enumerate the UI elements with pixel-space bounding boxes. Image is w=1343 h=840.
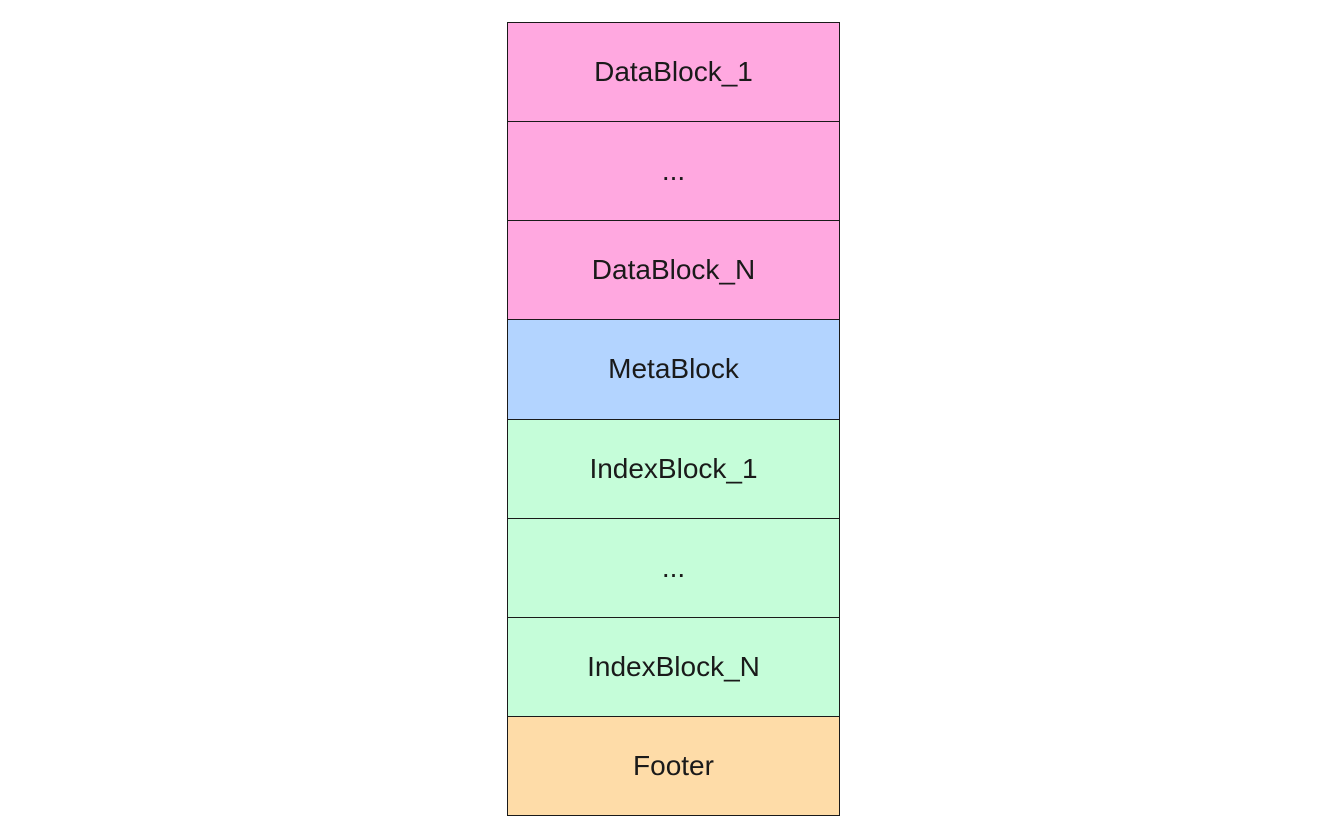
index-block-n: IndexBlock_N bbox=[508, 616, 839, 716]
block-label: DataBlock_1 bbox=[594, 56, 753, 88]
data-block-n: DataBlock_N bbox=[508, 220, 839, 320]
block-label: ... bbox=[661, 551, 686, 583]
index-block-ellipsis: ... bbox=[508, 517, 839, 617]
file-layout-stack: DataBlock_1 ... DataBlock_N MetaBlock In… bbox=[507, 22, 840, 816]
data-block-ellipsis: ... bbox=[508, 121, 839, 221]
data-block-1: DataBlock_1 bbox=[508, 23, 839, 122]
block-label: Footer bbox=[633, 749, 714, 781]
meta-block: MetaBlock bbox=[508, 319, 839, 419]
block-label: IndexBlock_N bbox=[587, 650, 760, 682]
block-label: MetaBlock bbox=[608, 353, 739, 385]
block-label: DataBlock_N bbox=[591, 254, 756, 286]
block-label: ... bbox=[661, 155, 686, 187]
index-block-1: IndexBlock_1 bbox=[508, 418, 839, 518]
footer-block: Footer bbox=[508, 715, 839, 815]
block-label: IndexBlock_1 bbox=[589, 452, 758, 484]
